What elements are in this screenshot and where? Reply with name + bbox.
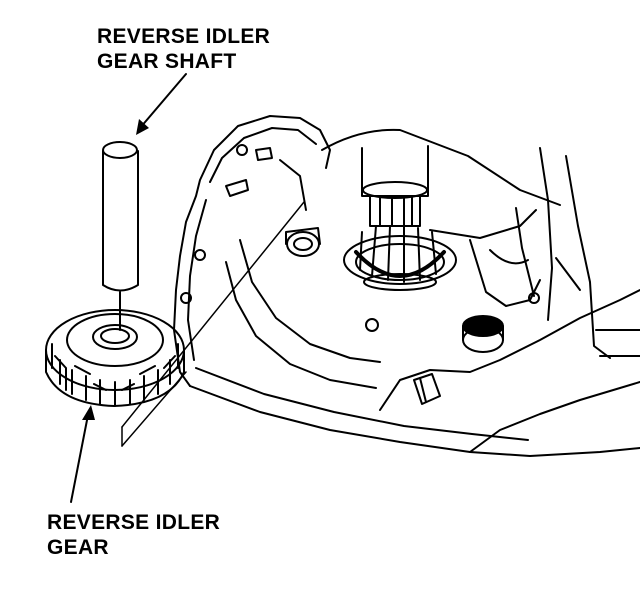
alignment-lines [121, 201, 305, 447]
shaft-label-line2: GEAR SHAFT [97, 50, 237, 73]
countershaft-pinion [343, 145, 457, 291]
upper-case-block [321, 128, 640, 359]
reverse-idler-gear [45, 309, 185, 407]
shaft-label-line1: REVERSE IDLER [97, 25, 271, 48]
shaft-leader-arrow [136, 73, 187, 135]
gear-label-line2: GEAR [47, 536, 109, 559]
reverse-idler-gear-shaft-label: REVERSE IDLER GEAR SHAFT [97, 24, 270, 74]
reverse-idler-gear-label: REVERSE IDLER GEAR [47, 510, 220, 560]
gear-label-line1: REVERSE IDLER [47, 511, 221, 534]
gear-leader-arrow [70, 405, 95, 503]
reverse-idler-gear-shaft [102, 141, 139, 331]
transmission-case [173, 115, 640, 457]
